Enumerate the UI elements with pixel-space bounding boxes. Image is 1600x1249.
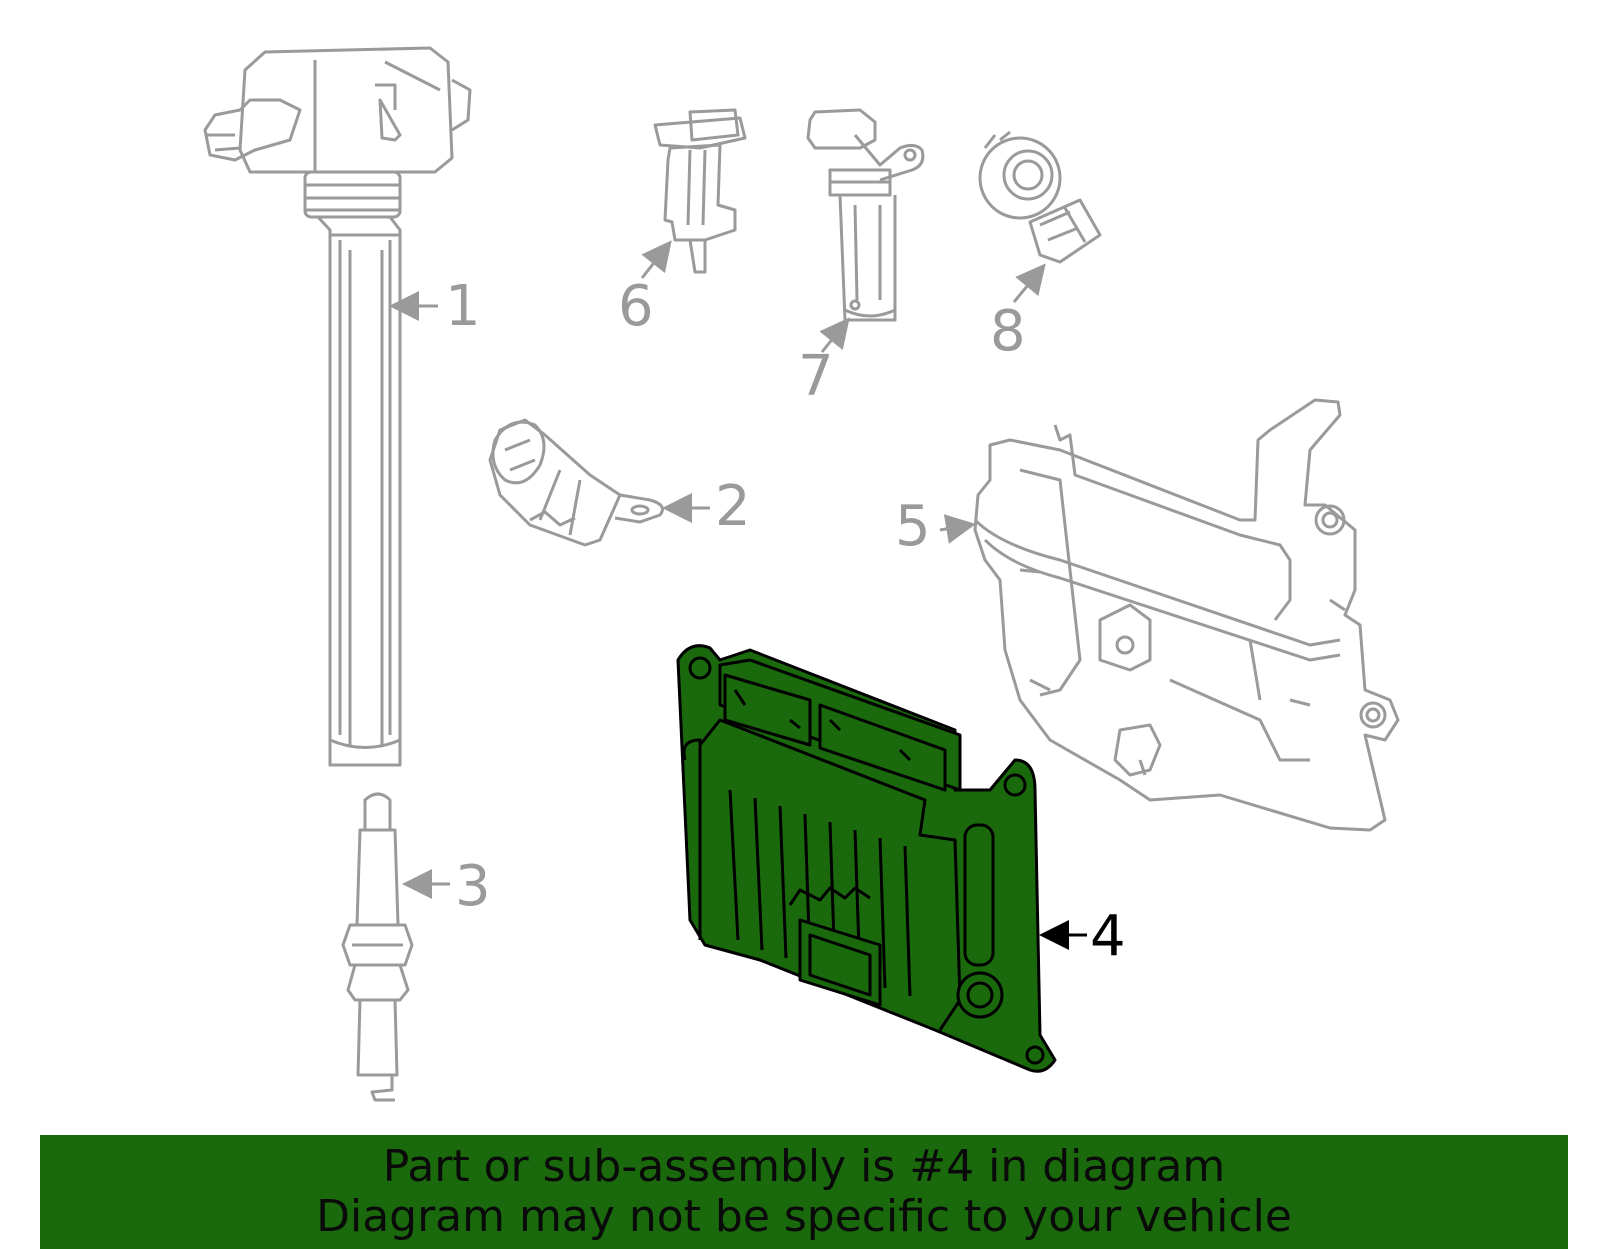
callout-1: 1 bbox=[445, 274, 481, 339]
callout-8: 8 bbox=[990, 299, 1026, 364]
part-5-bracket[interactable] bbox=[973, 398, 1400, 832]
callout-2: 2 bbox=[715, 474, 751, 539]
callout-7: 7 bbox=[798, 344, 834, 409]
part-3-spark-plug[interactable] bbox=[341, 792, 414, 1102]
banner-line-2: Diagram may not be specific to your vehi… bbox=[316, 1191, 1292, 1242]
banner-line-1: Part or sub-assembly is #4 in diagram bbox=[382, 1141, 1226, 1192]
callout-6: 6 bbox=[618, 274, 654, 339]
info-banner: Part or sub-assembly is #4 in diagram Di… bbox=[40, 1135, 1568, 1249]
part-1-ignition-coil[interactable] bbox=[203, 46, 472, 767]
part-7-sensor[interactable] bbox=[806, 108, 925, 322]
part-6-sensor[interactable] bbox=[653, 108, 747, 274]
part-4-engine-control-module[interactable] bbox=[676, 644, 1057, 1073]
parts-diagram: 1 2 3 4 5 6 7 8 bbox=[203, 46, 1400, 1102]
callout-3: 3 bbox=[455, 854, 491, 919]
callout-4: 4 bbox=[1090, 904, 1126, 969]
part-2-sensor[interactable] bbox=[488, 418, 664, 547]
leader-lines bbox=[389, 240, 1087, 950]
callout-5: 5 bbox=[895, 494, 931, 559]
part-8-knock-sensor[interactable] bbox=[978, 130, 1102, 264]
